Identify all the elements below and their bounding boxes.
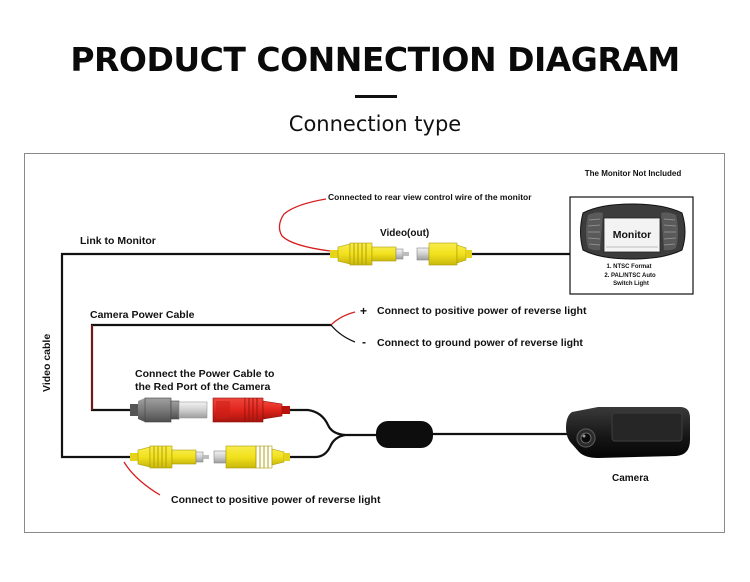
- positive-reverse-label: Connect to positive power of reverse lig…: [377, 305, 587, 317]
- link-to-monitor-label: Link to Monitor: [80, 235, 156, 247]
- video-out-rca-left: [330, 242, 409, 266]
- bottom-rca-left: [130, 445, 209, 469]
- monitor-not-included-note: The Monitor Not Included: [585, 169, 682, 178]
- bottom-rca-right: [213, 445, 290, 469]
- camera-icon: [566, 407, 690, 458]
- power-jack-red: [212, 397, 290, 423]
- power-to-red-label-1: Connect the Power Cable to: [135, 368, 274, 380]
- title-divider: [355, 95, 397, 98]
- monitor-spec-auto: 2. PAL/NTSC Auto: [604, 273, 656, 279]
- power-plug-gray: [130, 397, 208, 423]
- plus-sign: +: [360, 304, 367, 318]
- minus-sign: -: [362, 335, 366, 349]
- monitor-spec-switch: Switch Light: [613, 281, 649, 287]
- page-subtitle: Connection type: [288, 112, 462, 136]
- bottom-positive-label: Connect to positive power of reverse lig…: [171, 494, 381, 506]
- annotation-lead-lines: [123, 198, 331, 496]
- monitor-spec-ntsc: 1. NTSC Format: [606, 264, 651, 270]
- video-out-label: Video(out): [380, 228, 429, 239]
- diagram-frame: [24, 153, 725, 533]
- ground-reverse-label: Connect to ground power of reverse light: [377, 337, 583, 349]
- video-cable-wire: [60, 252, 575, 459]
- page-title: PRODUCT CONNECTION DIAGRAM: [70, 40, 680, 79]
- video-cable-label: Video cable: [41, 334, 53, 392]
- camera-label: Camera: [612, 473, 649, 484]
- camera-power-wire: [90, 311, 356, 412]
- monitor-screen-label: Monitor: [613, 229, 652, 241]
- inline-junction-box: [376, 421, 433, 448]
- monitor-icon: [569, 196, 694, 295]
- rear-view-wire-label: Connected to rear view control wire of t…: [328, 192, 532, 202]
- video-out-rca-right: [416, 242, 472, 266]
- camera-power-cable-label: Camera Power Cable: [90, 309, 195, 321]
- power-to-red-label-2: the Red Port of the Camera: [135, 381, 271, 393]
